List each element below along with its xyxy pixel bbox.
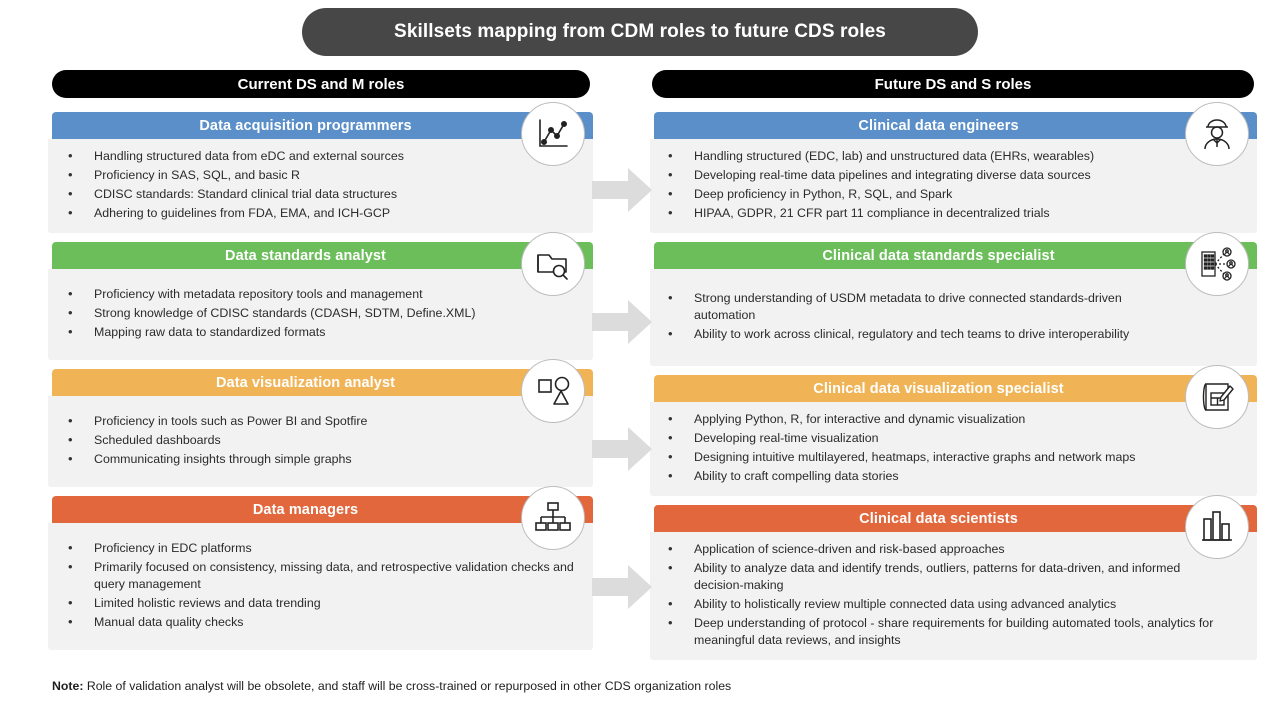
role-card-header: Data managers — [52, 496, 593, 523]
building-network-icon — [1185, 232, 1249, 296]
list-item: Limited holistic reviews and data trendi… — [48, 594, 583, 612]
current-roles-column: Data acquisition programmers Handling st… — [48, 102, 593, 659]
shapes-icon — [521, 359, 585, 423]
role-card-title: Clinical data standards specialist — [822, 247, 1055, 264]
role-card-title: Data acquisition programmers — [199, 117, 412, 134]
list-item: Handling structured (EDC, lab) and unstr… — [650, 147, 1247, 165]
role-card-body: Applying Python, R, for interactive and … — [650, 402, 1257, 496]
role-card-clinical-data-engineers: Clinical data engineers Handling structu… — [650, 102, 1257, 233]
role-card-title: Data standards analyst — [225, 247, 386, 264]
list-item: Primarily focused on consistency, missin… — [48, 558, 583, 593]
column-header-future-label: Future DS and S roles — [874, 75, 1032, 93]
arrow-row-1 — [592, 168, 652, 212]
role-card-data-visualization-analyst: Data visualization analyst Proficiency i… — [48, 359, 593, 487]
org-chart-icon — [521, 486, 585, 550]
arrow-row-2 — [592, 300, 652, 344]
footer-note: Note: Role of validation analyst will be… — [52, 679, 731, 693]
list-item: Developing real-time visualization — [650, 429, 1247, 447]
role-card-data-managers: Data managers Proficiency in EDC platfor… — [48, 486, 593, 650]
footer-note-text: Role of validation analyst will be obsol… — [83, 679, 732, 693]
column-header-current-label: Current DS and M roles — [237, 75, 405, 93]
role-card-body: Proficiency in tools such as Power BI an… — [48, 396, 593, 487]
list-item: HIPAA, GDPR, 21 CFR part 11 compliance i… — [650, 204, 1247, 222]
role-card-header: Clinical data engineers — [654, 112, 1257, 139]
list-item: Designing intuitive multilayered, heatma… — [650, 448, 1247, 466]
role-card-clinical-data-visualization-specialist: Clinical data visualization specialist A… — [650, 365, 1257, 496]
list-item: Strong knowledge of CDISC standards (CDA… — [48, 304, 583, 322]
list-item: Adhering to guidelines from FDA, EMA, an… — [48, 204, 583, 222]
blueprint-edit-icon — [1185, 365, 1249, 429]
list-item: CDISC standards: Standard clinical trial… — [48, 185, 583, 203]
page-title: Skillsets mapping from CDM roles to futu… — [394, 21, 886, 42]
role-card-clinical-data-standards-specialist: Clinical data standards specialist — [650, 232, 1257, 366]
slide-title-pill: Skillsets mapping from CDM roles to futu… — [302, 8, 978, 56]
column-header-future: Future DS and S roles — [652, 70, 1254, 98]
role-card-title: Clinical data engineers — [858, 117, 1019, 134]
list-item: Proficiency with metadata repository too… — [48, 285, 583, 303]
person-engineer-icon — [1185, 102, 1249, 166]
role-card-body: Handling structured (EDC, lab) and unstr… — [650, 139, 1257, 233]
role-card-body: Strong understanding of USDM metadata to… — [650, 269, 1257, 366]
role-card-bullets: Proficiency in EDC platforms Primarily f… — [48, 539, 583, 631]
list-item: Application of science-driven and risk-b… — [650, 540, 1247, 558]
arrow-row-4 — [592, 565, 652, 609]
role-card-header: Clinical data visualization specialist — [654, 375, 1257, 402]
role-card-bullets: Applying Python, R, for interactive and … — [650, 410, 1247, 485]
folder-search-icon — [521, 232, 585, 296]
role-card-data-acquisition-programmers: Data acquisition programmers Handling st… — [48, 102, 593, 233]
role-card-body: Proficiency with metadata repository too… — [48, 269, 593, 360]
line-chart-icon — [521, 102, 585, 166]
role-card-bullets: Strong understanding of USDM metadata to… — [650, 289, 1247, 343]
column-header-current: Current DS and M roles — [52, 70, 590, 98]
list-item: Ability to work across clinical, regulat… — [650, 325, 1247, 343]
list-item: Proficiency in EDC platforms — [48, 539, 583, 557]
role-card-body: Application of science-driven and risk-b… — [650, 532, 1257, 660]
footer-note-label: Note: — [52, 679, 84, 693]
role-card-bullets: Proficiency with metadata repository too… — [48, 285, 583, 341]
role-card-body: Proficiency in EDC platforms Primarily f… — [48, 523, 593, 650]
role-card-header: Clinical data standards specialist — [654, 242, 1257, 269]
role-card-title: Data managers — [252, 501, 359, 518]
bar-chart-icon — [1185, 495, 1249, 559]
role-card-header: Clinical data scientists — [654, 505, 1257, 532]
list-item: Ability to analyze data and identify tre… — [650, 559, 1194, 594]
list-item: Ability to craft compelling data stories — [650, 467, 1247, 485]
role-card-header: Data standards analyst — [52, 242, 593, 269]
list-item: Proficiency in SAS, SQL, and basic R — [48, 166, 583, 184]
role-card-data-standards-analyst: Data standards analyst Proficiency with … — [48, 232, 593, 360]
role-card-header: Data acquisition programmers — [52, 112, 593, 139]
list-item: Proficiency in tools such as Power BI an… — [48, 412, 583, 430]
role-card-header: Data visualization analyst — [52, 369, 593, 396]
role-card-bullets: Handling structured data from eDC and ex… — [48, 147, 583, 222]
list-item: Deep understanding of protocol - share r… — [650, 614, 1247, 649]
list-item: Scheduled dashboards — [48, 431, 583, 449]
role-card-body: Handling structured data from eDC and ex… — [48, 139, 593, 233]
list-item: Communicating insights through simple gr… — [48, 450, 583, 468]
list-item: Applying Python, R, for interactive and … — [650, 410, 1247, 428]
list-item: Ability to holistically review multiple … — [650, 595, 1247, 613]
list-item: Strong understanding of USDM metadata to… — [650, 289, 1124, 324]
role-card-bullets: Application of science-driven and risk-b… — [650, 540, 1247, 649]
list-item: Manual data quality checks — [48, 613, 583, 631]
role-card-title: Data visualization analyst — [215, 374, 396, 391]
role-card-clinical-data-scientists: Clinical data scientists Application of … — [650, 495, 1257, 660]
role-card-title: Clinical data scientists — [859, 510, 1018, 527]
future-roles-column: Clinical data engineers Handling structu… — [650, 102, 1257, 669]
arrow-row-3 — [592, 427, 652, 471]
list-item: Handling structured data from eDC and ex… — [48, 147, 583, 165]
list-item: Developing real-time data pipelines and … — [650, 166, 1247, 184]
role-card-title: Clinical data visualization specialist — [813, 380, 1064, 397]
role-card-bullets: Proficiency in tools such as Power BI an… — [48, 412, 583, 468]
list-item: Mapping raw data to standardized formats — [48, 323, 583, 341]
list-item: Deep proficiency in Python, R, SQL, and … — [650, 185, 1247, 203]
role-card-bullets: Handling structured (EDC, lab) and unstr… — [650, 147, 1247, 222]
